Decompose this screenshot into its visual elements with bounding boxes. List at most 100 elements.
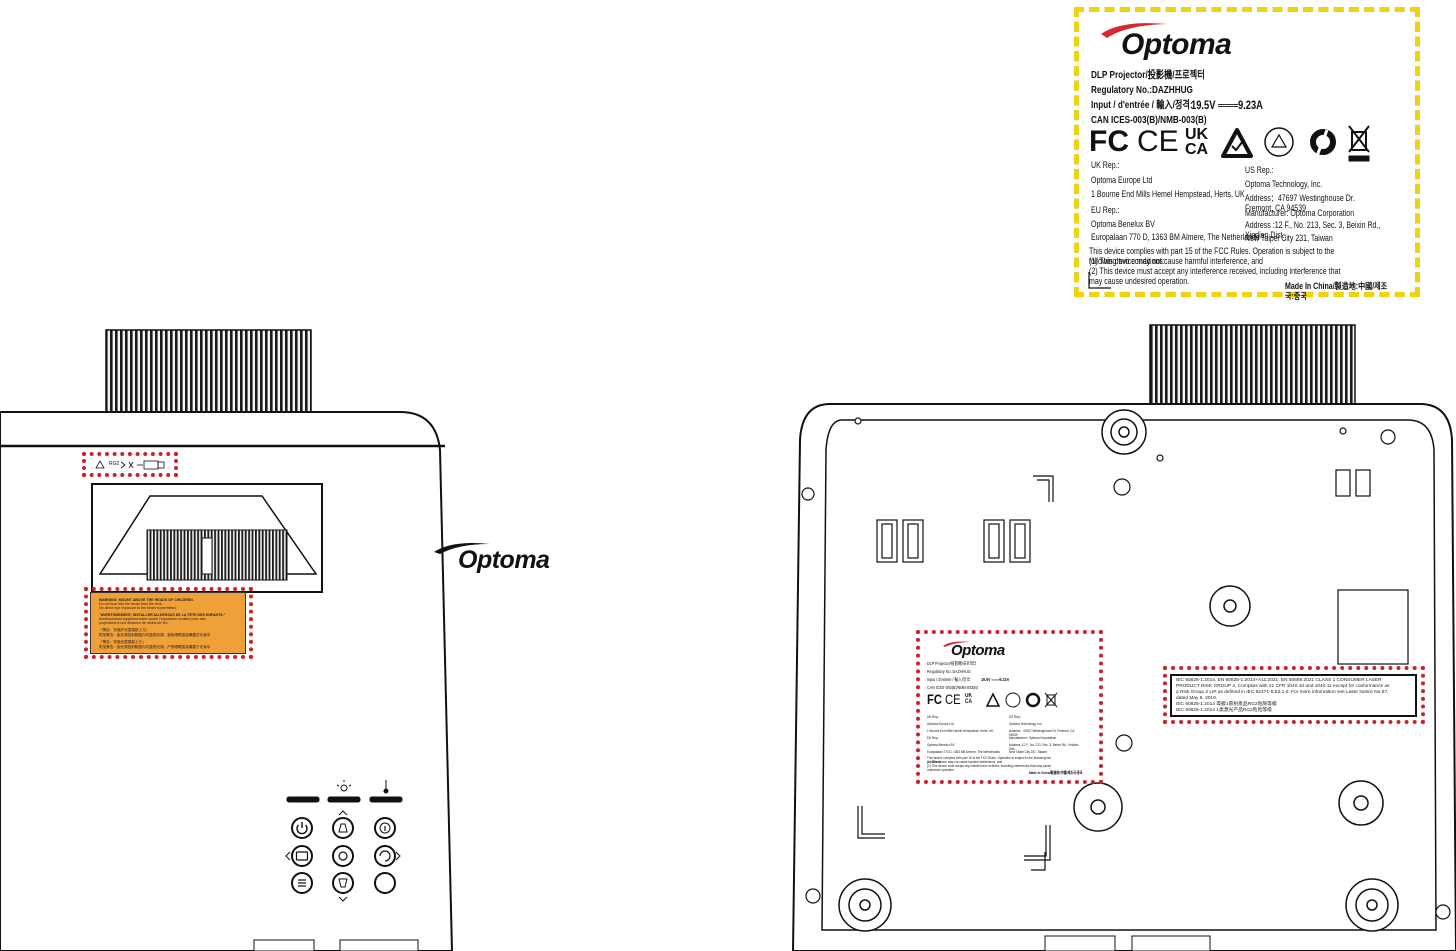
laser-warning-icon: [95, 460, 105, 469]
menu-button[interactable]: [291, 872, 313, 894]
warning-line: Avertissement supplémentaire contre l'ex…: [99, 617, 206, 621]
top-view: [0, 329, 454, 951]
warning-line: 附加警告：距光源投射範圍內勿直視光源，严禁眼睛直接暴露于光束中: [99, 645, 211, 649]
warning-label: WARNING: MOUNT ABOVE THE HEADS OF CHILDR…: [90, 592, 246, 654]
small-input-label: Input / d'entrée / 輸入/정격:: [927, 677, 971, 682]
info-button[interactable]: [374, 817, 396, 839]
weee-bin-icon: [1044, 692, 1058, 708]
bottom-feet-bottom: [1044, 935, 1211, 951]
input-label: Input / d'entrée / 輸入/정격:: [1091, 99, 1193, 111]
zoom-lever: [201, 537, 213, 575]
big-logo-text: Optoma: [1121, 28, 1232, 61]
small-logo-text: Optoma: [951, 642, 1005, 659]
resync-button[interactable]: [374, 845, 396, 867]
logo-swoosh-icon: [434, 543, 490, 554]
source-icon: [295, 851, 309, 861]
small-mfr-address2: New Taipei City 231, Taiwan: [1009, 750, 1047, 754]
manufacturer-address2: New Taipei City 231, Taiwan: [1245, 233, 1333, 243]
power-button[interactable]: [291, 817, 313, 839]
info-icon: [379, 822, 391, 834]
small-mfr-address1: Address :12 F., No. 213, Sec. 3, Beixin …: [1009, 743, 1079, 751]
lens-recess-inner: [98, 495, 318, 575]
eu-rep-name: Optoma Benelux BV: [1091, 219, 1155, 229]
temp-led-icon: [383, 780, 389, 794]
small-eu-rep-title: EU Rep.:: [927, 736, 940, 740]
manufacturer-address1: Address :12 F., No. 213, Sec. 3, Beixin …: [1245, 220, 1381, 240]
small-uk-rep-title: UK Rep.:: [927, 715, 940, 719]
zoom-ring: [146, 529, 288, 581]
small-uk-rep-address: 1 Bourne End Mills Hemel Hempstead, Hert…: [927, 729, 994, 733]
enter-button[interactable]: [332, 845, 354, 867]
us-rep-title: US Rep.:: [1245, 165, 1274, 175]
laser-line: PRODUCT RISK GROUP 2, Complies with 21 C…: [1176, 684, 1390, 689]
warning-line: 「警告：安裝兒童頭部上方」: [99, 640, 146, 644]
regulatory-line: Regulatory No.:DAZHHUG: [1091, 84, 1193, 96]
highlight-laser-label: [1163, 666, 1425, 724]
bottom-body-outer: [791, 403, 1456, 951]
fcc-mark: FC: [1089, 125, 1129, 158]
warning-line: 「警告：安裝於兒童頭部上方」: [99, 628, 150, 632]
small-fcc2: (1) This device may not cause harmful in…: [927, 760, 1003, 764]
highlight-warning: [84, 587, 253, 659]
manufacturer: Manufacturer: Optoma Corporation: [1245, 208, 1355, 218]
small-us-rep-address: Address：47697 Westinghouse Dr. Fremont, …: [1009, 729, 1075, 737]
vents: [876, 469, 1409, 665]
etl-icon: [1264, 127, 1294, 157]
power-icon: [296, 822, 308, 835]
top-logo-text: Optoma: [458, 546, 550, 574]
small-regulatory: Regulatory No.:DAZHHUG: [927, 669, 971, 674]
keystone-up-icon: [338, 823, 348, 833]
laser-line: IEC 60825-1:2014 1类激光产品RG2危险等级: [1176, 708, 1272, 713]
screws: [801, 417, 1451, 920]
energy-mark-icon: [1310, 129, 1336, 157]
temp-led: [369, 796, 403, 803]
small-us-rep-title: US Rep.:: [1009, 715, 1022, 719]
focus-ring-bottom: [1149, 324, 1356, 412]
arrow-marks: [285, 810, 401, 902]
top-logo: Optoma: [432, 538, 562, 578]
logo-swoosh-icon: [943, 641, 971, 647]
source-button[interactable]: [291, 845, 313, 867]
warning-line: WARNING: MOUNT ABOVE THE HEADS OF CHILDR…: [99, 598, 194, 602]
small-eu-rep-address: Europalaan 770 D, 1363 BM Almere, The Ne…: [927, 750, 1000, 754]
bottom-feet-top: [253, 939, 419, 951]
enter-icon: [338, 851, 348, 861]
keystone-up-button[interactable]: [332, 817, 354, 839]
eu-rep-address: Europalaan 770 D, 1363 BM Almere, The Ne…: [1091, 232, 1260, 242]
small-manufacturer: Manufacturer: Optoma Corporation: [1009, 736, 1057, 740]
logo-swoosh-icon: [1101, 23, 1167, 38]
uk-rep-address: 1 Bourne End Mills Hemel Hempstead, Hert…: [1091, 189, 1245, 199]
highlight-rating-label: [916, 630, 1103, 784]
warning-line: Do not look into the beam from the lens.: [99, 602, 163, 606]
small-uk-rep-name: Optoma Europe Ltd: [927, 722, 954, 726]
product-line: DLP Projector/投影機/프로젝터: [1091, 69, 1205, 81]
warning-line: "AVERTISSEMENT: INSTALLER AU-DESSUS DE L…: [99, 613, 226, 617]
small-eu-rep-name: Optoma Benelux BV: [927, 743, 955, 747]
bottom-view: [791, 324, 1456, 951]
focus-ring-top: [105, 329, 312, 413]
blank-button[interactable]: [374, 872, 396, 894]
laser-line: a Risk Group 2 LIP as defined in IEC 624…: [1176, 690, 1389, 695]
small-product: DLP Projector/投影機/프로젝터: [927, 661, 977, 666]
fcc-line1: This device complies with part 15 of the…: [1089, 246, 1335, 266]
eu-rep-title: EU Rep.:: [1091, 205, 1120, 215]
uk-rep-title: UK Rep.:: [1091, 160, 1120, 170]
feet: [838, 409, 1399, 932]
small-mark-fc: FC: [927, 691, 942, 707]
small-fcc3: (2) This device must accept any interfer…: [927, 764, 1052, 772]
small-made-in: Made In China/製造地:中國/제조국:중국: [1029, 771, 1083, 775]
control-panel: [285, 780, 403, 902]
keystone-down-button[interactable]: [332, 872, 354, 894]
laser-class-label-top: [95, 460, 165, 470]
lamp-led: [327, 796, 361, 803]
fcc-line2: (1) This device may not cause harmful in…: [1089, 256, 1263, 266]
resync-icon: [379, 850, 391, 862]
power-led: [286, 796, 320, 803]
us-rep-name: Optoma Technology, Inc.: [1245, 179, 1323, 189]
input-value: 19.5V ═══9.23A: [1191, 98, 1263, 112]
small-mark-ukca: UK CA: [965, 693, 972, 705]
ukca-mark: UK CA: [1185, 126, 1209, 158]
laser-line: dated May 8, 2019.: [1176, 696, 1218, 701]
us-rep-address: Address：47697 Westinghouse Dr. Fremont, …: [1245, 193, 1355, 213]
